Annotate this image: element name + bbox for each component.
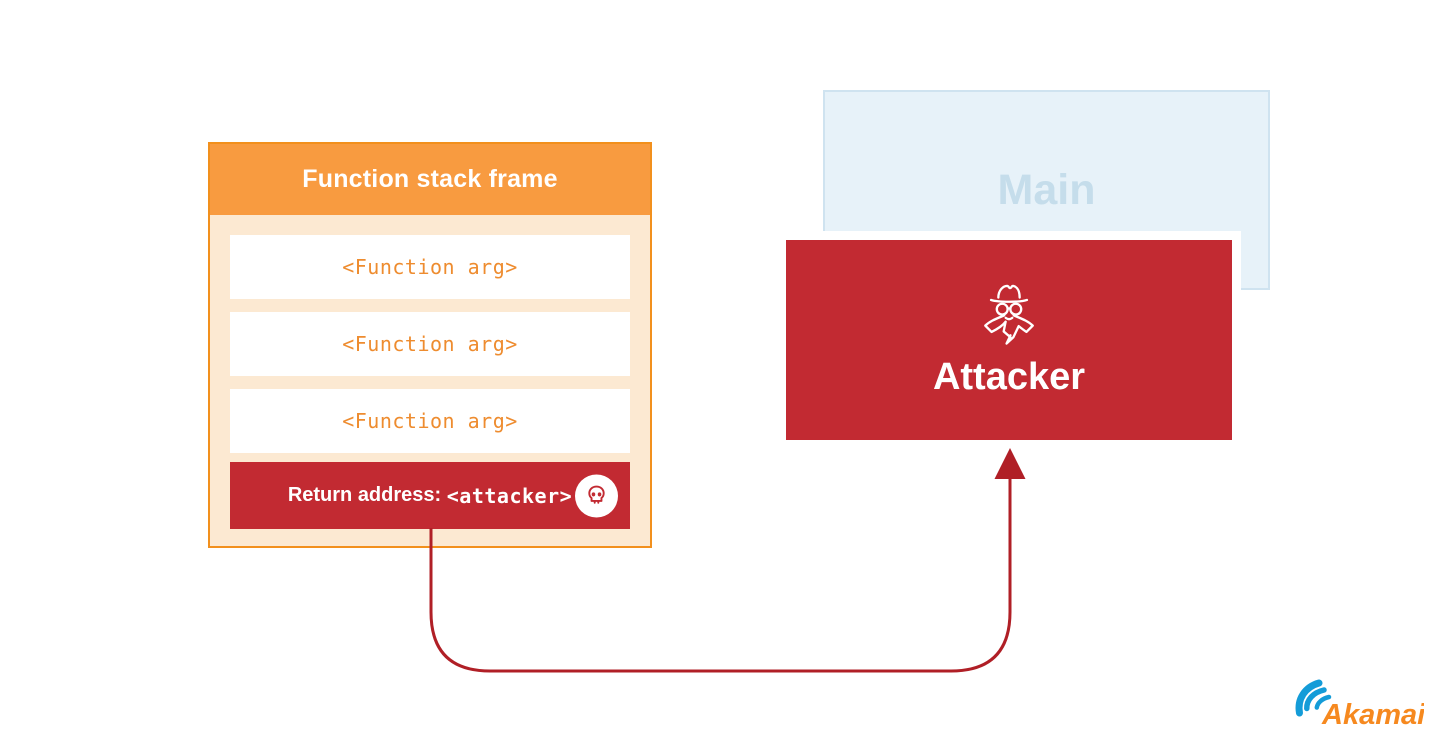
attacker-label: Attacker: [932, 356, 1086, 398]
attacker-box: Attacker: [786, 240, 1232, 440]
return-address-value: <attacker>: [446, 483, 573, 508]
arrowhead-up: [994, 448, 1026, 479]
stack-frame-body: <Function arg> <Function arg> <Function …: [210, 215, 650, 546]
main-label: Main: [997, 165, 1096, 214]
stack-frame-title: Function stack frame: [210, 144, 650, 215]
return-address-label: Return address:: [287, 484, 447, 506]
function-arg-row: <Function arg>: [230, 389, 630, 453]
skull-icon: [575, 474, 618, 517]
function-arg-row: <Function arg>: [230, 312, 630, 376]
akamai-logo: Akamai: [1295, 679, 1424, 731]
function-arg-row: <Function arg>: [230, 235, 630, 299]
function-stack-frame-box: Function stack frame <Function arg> <Fun…: [208, 142, 652, 548]
akamai-logo-text: Akamai: [1321, 699, 1424, 731]
spy-icon: [978, 281, 1040, 352]
return-address-row: Return address: <attacker>: [230, 462, 630, 529]
